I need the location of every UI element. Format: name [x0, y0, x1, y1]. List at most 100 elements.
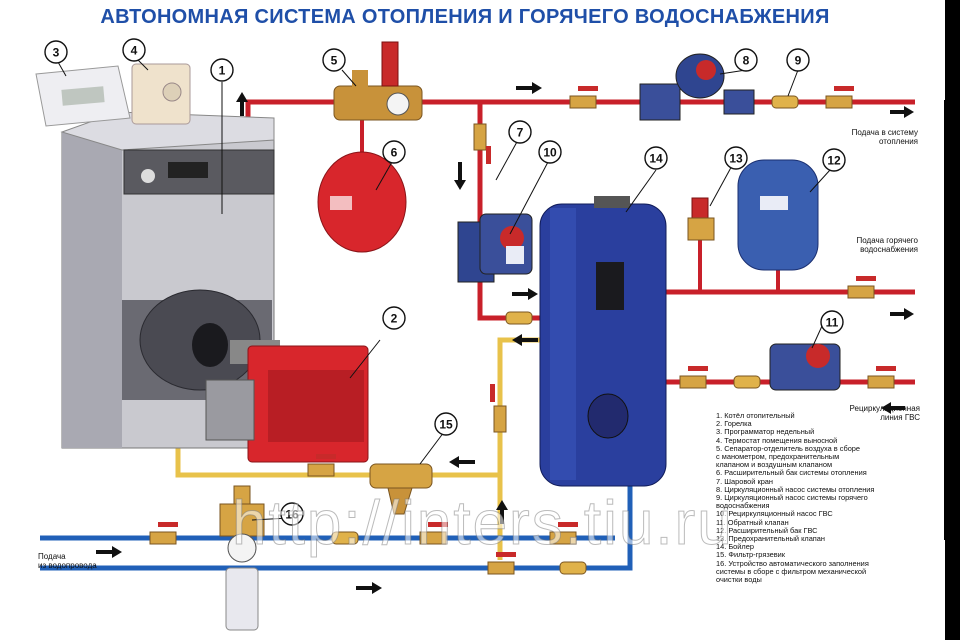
ball-valve-icon — [473, 123, 491, 164]
callout-6: 6 — [382, 140, 406, 164]
callout-8: 8 — [734, 48, 758, 72]
ball-valve-icon — [149, 522, 178, 545]
svg-text:6: 6 — [391, 146, 398, 160]
check-valve-icon — [505, 311, 533, 325]
legend-item: 9. Циркуляционный насос системы горячего… — [716, 493, 868, 511]
hot-water-boiler — [539, 196, 667, 487]
check-valve-icon — [331, 531, 359, 545]
arrow-right-icon — [356, 582, 382, 594]
ball-valves — [149, 86, 896, 575]
check-valve-icon — [733, 375, 761, 389]
svg-text:12: 12 — [827, 154, 841, 168]
arrow-right-icon — [890, 308, 914, 320]
svg-text:11: 11 — [826, 316, 839, 330]
callout-2: 2 — [382, 306, 406, 330]
callout-12: 12 — [822, 148, 846, 172]
svg-text:15: 15 — [439, 418, 453, 432]
svg-text:3: 3 — [53, 46, 60, 60]
svg-text:16: 16 — [285, 508, 299, 522]
arrow-left-icon — [449, 456, 475, 468]
arrow-right-icon — [96, 546, 122, 558]
callout-7: 7 — [508, 120, 532, 144]
callout-1: 1 — [210, 58, 234, 82]
page-title: АВТОНОМНАЯ СИСТЕМА ОТОПЛЕНИЯ И ГОРЯЧЕГО … — [100, 6, 830, 28]
legend-item: 2. Горелка — [716, 419, 752, 429]
ball-valve-icon — [549, 522, 578, 545]
callout-3: 3 — [44, 40, 68, 64]
arrow-up-icon — [496, 500, 508, 524]
watermark: http://inters.tiu.ru — [232, 489, 734, 559]
legend-item: 15. Фильтр-грязевик — [716, 550, 786, 560]
callout-10: 10 — [538, 140, 562, 164]
callout-15: 15 — [434, 412, 458, 436]
arrow-right-icon — [516, 82, 542, 94]
svg-text:13: 13 — [729, 152, 743, 166]
dhw-recirculation-pump — [769, 343, 841, 391]
ball-valve-icon — [569, 86, 598, 109]
gas-valve-block — [205, 379, 255, 441]
check-valves — [331, 95, 799, 575]
manometer-icon — [227, 533, 257, 563]
legend-item: 10. Рециркуляционный насос ГВС — [716, 509, 833, 519]
check-valve-icon — [771, 95, 799, 109]
legend-item: 3. Программатор недельный — [716, 427, 815, 437]
svg-text:10: 10 — [543, 146, 557, 160]
callout-14: 14 — [644, 146, 668, 170]
mud-filter — [369, 463, 433, 515]
callout-16: 16 — [280, 502, 304, 526]
legend-item: 11. Обратный клапан — [716, 517, 789, 527]
arrow-down-icon — [454, 162, 466, 190]
arrow-right-icon — [890, 106, 914, 118]
svg-text:5: 5 — [331, 54, 338, 68]
legend-item: 6. Расширительный бак системы отопления — [716, 468, 867, 478]
arrow-left-icon — [512, 334, 538, 346]
svg-text:1: 1 — [219, 64, 226, 78]
ball-valve-icon — [490, 384, 507, 433]
dhw-expansion-tank — [737, 159, 819, 271]
arrow-left-icon — [881, 402, 905, 414]
ball-valve-icon — [867, 366, 896, 389]
legend-item: 16. Устройство автоматического заполнени… — [716, 558, 869, 585]
dhw-circulation-pump — [457, 213, 533, 283]
check-valve-icon — [559, 561, 587, 575]
room-thermostat — [131, 63, 191, 125]
burner — [205, 340, 369, 463]
callout-13: 13 — [724, 146, 748, 170]
ball-valve-icon — [307, 454, 336, 477]
air-separator — [333, 41, 423, 121]
label-water-supply: Подача из водопровода — [38, 552, 97, 570]
legend-item: 1. Котёл отопительный — [716, 411, 795, 420]
side-decoration — [944, 100, 958, 540]
label-dhw-recirculation: Рециркуляционная линия ГВС — [849, 404, 920, 422]
ball-valve-icon — [847, 276, 876, 299]
legend-item: 14. Бойлер — [716, 542, 754, 552]
svg-text:4: 4 — [131, 44, 138, 58]
callout-9: 9 — [786, 48, 810, 72]
arrow-right-icon — [512, 288, 538, 300]
dhw-safety-valve — [687, 197, 715, 241]
flow-arrows — [96, 82, 914, 594]
svg-text:9: 9 — [795, 54, 802, 68]
legend-item: 8. Циркуляционный насос системы отоплени… — [716, 484, 875, 494]
auto-fill-unit — [219, 485, 265, 631]
heating-boiler — [60, 111, 275, 449]
legend-item: 5. Сепаратор-отделитель воздуха в сборе … — [716, 443, 861, 470]
ball-valve-icon — [825, 86, 854, 109]
callout-4: 4 — [122, 38, 146, 62]
legend-item: 7. Шаровой кран — [716, 476, 773, 486]
label-heating-supply: Подача в систему отопления — [851, 128, 918, 146]
callout-leaders — [57, 57, 831, 521]
ball-valve-icon — [487, 552, 516, 575]
safety-valve — [381, 41, 399, 87]
label-hot-water-supply: Подача горячего водоснабжения — [856, 236, 919, 254]
legend-item: 12. Расширительный бак ГВС — [716, 525, 818, 535]
boiler-thermostat — [596, 262, 624, 310]
legend-item: 13. Предохранительный клапан — [716, 534, 826, 544]
svg-text:7: 7 — [517, 126, 524, 140]
svg-text:14: 14 — [649, 152, 663, 166]
weekly-programmer — [35, 65, 131, 127]
